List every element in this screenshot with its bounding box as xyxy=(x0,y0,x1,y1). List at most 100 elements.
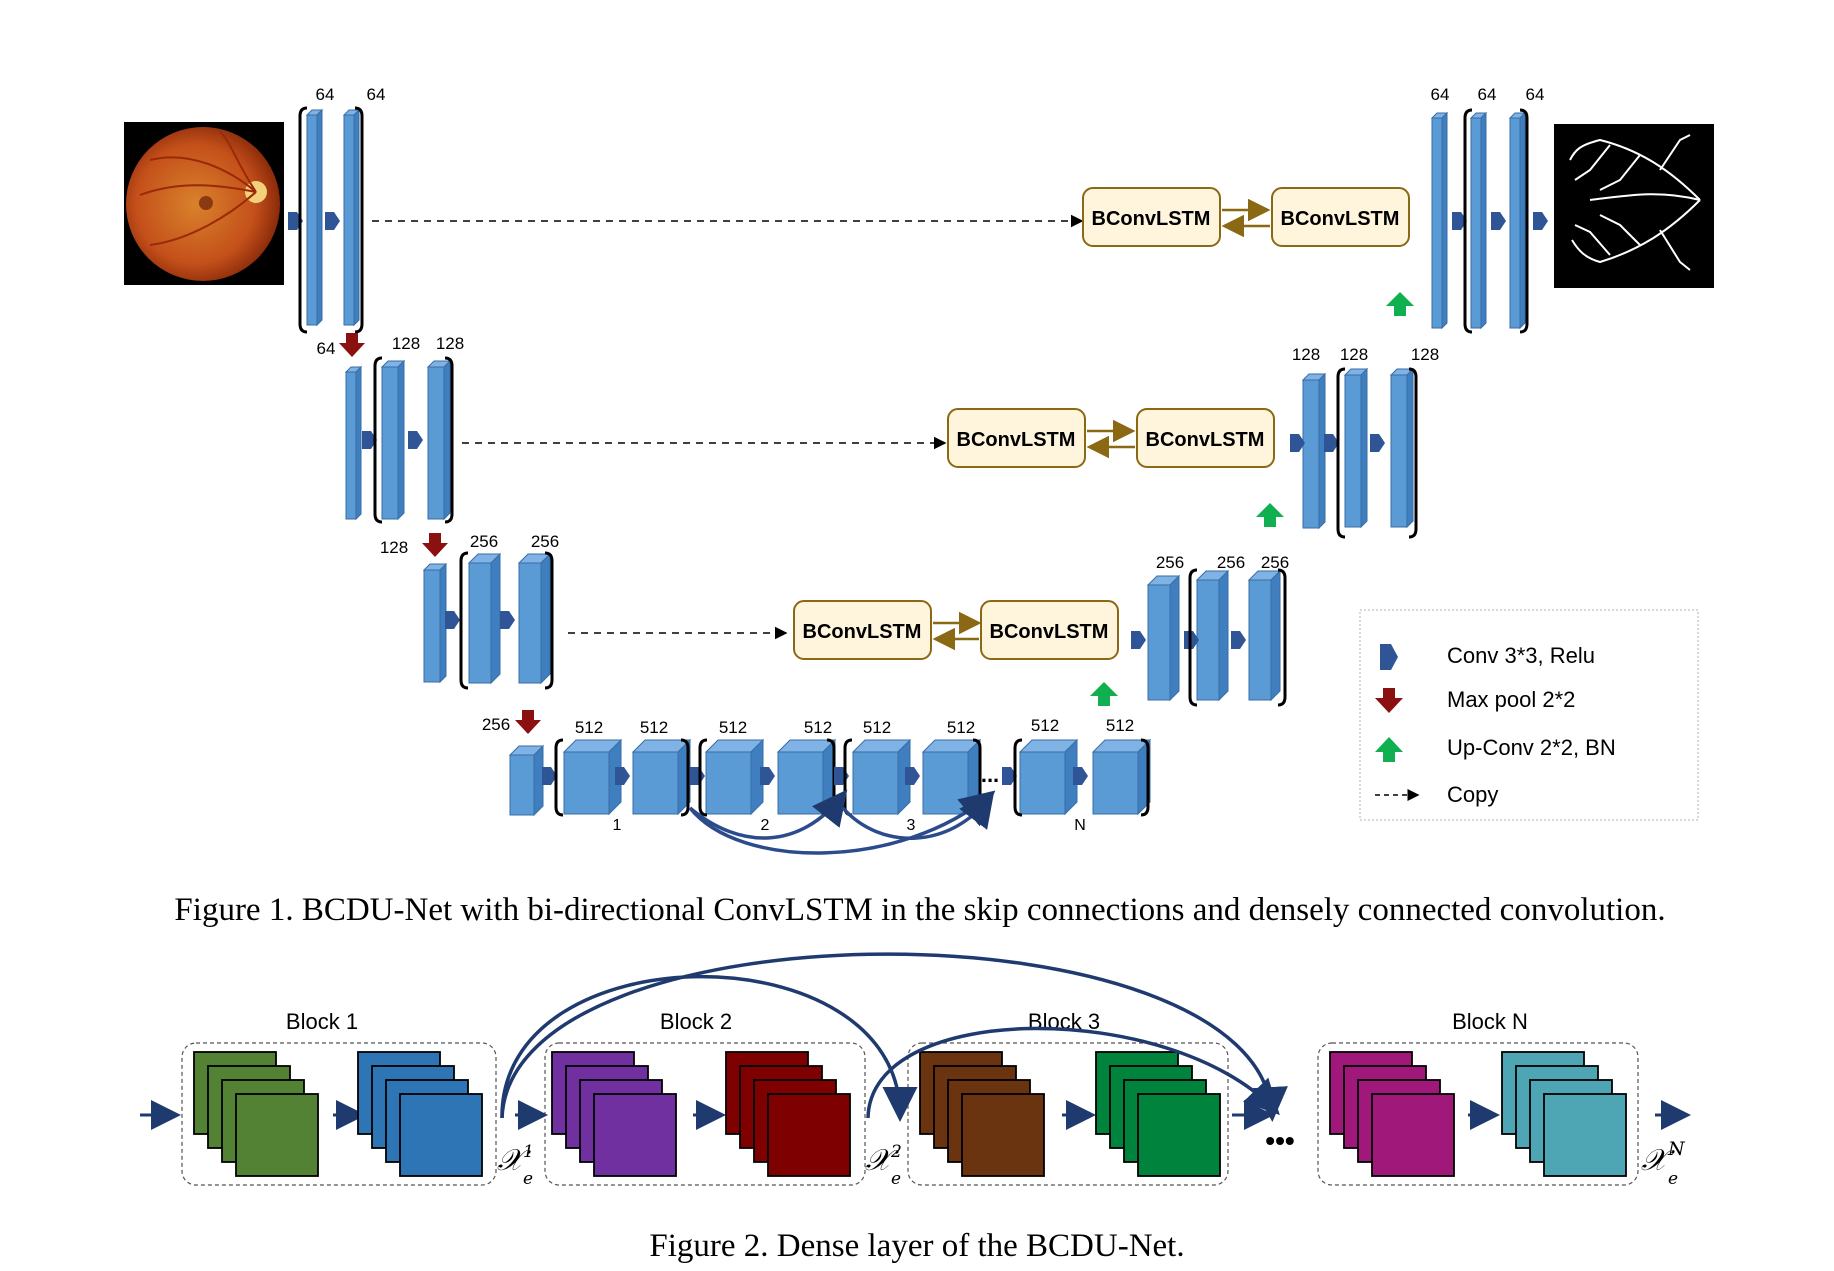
feature-map-block xyxy=(1389,367,1415,529)
up-conv-arrow-icon xyxy=(1386,292,1414,316)
block-front-face xyxy=(1344,374,1362,528)
feature-map-block xyxy=(517,552,552,685)
block-side-face xyxy=(1519,111,1526,330)
legend-pool-label: Max pool 2*2 xyxy=(1447,687,1575,712)
figure-2-caption: Figure 2. Dense layer of the BCDU-Net. xyxy=(649,1228,1184,1264)
feature-map xyxy=(1543,1093,1627,1177)
bconvlstm-label: BConvLSTM xyxy=(990,621,1109,643)
feature-map-block xyxy=(1469,111,1488,330)
feature-map-block xyxy=(508,744,545,817)
bracket-right xyxy=(680,738,690,817)
dense-block-index: N xyxy=(1074,817,1086,834)
feature-map xyxy=(767,1093,851,1177)
block-label: Block N xyxy=(1452,1009,1528,1034)
channel-label: 512 xyxy=(640,718,668,737)
block-front-face xyxy=(1092,751,1139,815)
bottleneck-ellipsis: ... xyxy=(981,762,999,787)
feature-map-stack xyxy=(1095,1051,1221,1177)
dense-block-index: 3 xyxy=(907,817,916,834)
input-fundus-image xyxy=(124,122,284,285)
block-side-face xyxy=(490,552,501,685)
bconvlstm-label: BConvLSTM xyxy=(1092,208,1211,230)
block-label: Block 1 xyxy=(286,1009,358,1034)
block-side-face xyxy=(1480,111,1487,330)
bracket-left xyxy=(843,738,853,817)
bconvlstm-label: BConvLSTM xyxy=(1146,429,1265,451)
feature-map-block xyxy=(305,108,324,327)
feature-map xyxy=(961,1093,1045,1177)
block-side-face xyxy=(316,108,323,327)
dense-block-index: 2 xyxy=(761,817,770,834)
bracket-right xyxy=(354,106,364,334)
figure-1: BConvLSTM BConvLSTM BConvLSTM BConvLSTM … xyxy=(124,85,1714,928)
conv-arrow-icon xyxy=(362,431,377,449)
block-side-face xyxy=(1441,111,1448,330)
conv-arrow-icon xyxy=(905,767,920,785)
conv-legend-icon xyxy=(1380,644,1398,670)
feature-map-stack xyxy=(725,1051,851,1177)
block-front-face xyxy=(1431,117,1443,329)
conv-arrow-icon xyxy=(500,611,515,629)
block-front-face xyxy=(1147,584,1171,701)
block-front-face xyxy=(1196,579,1220,701)
feature-map xyxy=(399,1093,483,1177)
channel-label: 64 xyxy=(1526,85,1545,104)
conv-arrow-icon xyxy=(1073,767,1088,785)
bracket-right xyxy=(544,551,554,690)
block-side-face xyxy=(353,108,360,327)
bracket-left xyxy=(1188,568,1198,707)
block-front-face xyxy=(632,751,679,815)
xe2-symbol: 𝒳 2 e xyxy=(865,1142,902,1189)
block-side-face xyxy=(1406,367,1414,529)
block-front-face xyxy=(1470,117,1482,329)
channel-label: 128 xyxy=(1411,345,1439,364)
dense-block-index: 1 xyxy=(613,817,622,834)
bracket-right xyxy=(1408,367,1418,539)
feature-map-stack xyxy=(193,1051,319,1177)
block-side-face xyxy=(1169,574,1180,702)
feature-map-block xyxy=(851,738,912,816)
feature-map-block xyxy=(921,738,982,816)
channel-label: 512 xyxy=(863,718,891,737)
feature-map-block xyxy=(562,738,623,816)
channel-label: 128 xyxy=(436,334,464,353)
feature-map-block xyxy=(1301,372,1327,530)
block-front-face xyxy=(306,114,318,326)
bracket-left xyxy=(1013,738,1023,817)
block-side-face xyxy=(1360,367,1368,529)
bconvlstm-level2: BConvLSTM BConvLSTM xyxy=(947,408,1275,468)
feature-map xyxy=(593,1093,677,1177)
feature-map-block xyxy=(344,365,363,521)
x-superscript: 1 xyxy=(523,1142,534,1162)
conv-arrow-icon xyxy=(834,767,849,785)
block-label: Block 2 xyxy=(660,1009,732,1034)
channel-label: 128 xyxy=(380,538,408,557)
feature-map-stack xyxy=(919,1051,1045,1177)
feature-map xyxy=(1371,1093,1455,1177)
channel-label: 512 xyxy=(1106,716,1134,735)
channel-label: 256 xyxy=(1217,553,1245,572)
max-pool-arrow-icon xyxy=(422,533,448,557)
feature-map xyxy=(1137,1093,1221,1177)
block-side-face xyxy=(1270,569,1281,702)
feature-map-block xyxy=(704,738,765,816)
feature-map-block xyxy=(426,359,452,521)
feature-map-stack xyxy=(1501,1051,1627,1177)
conv-arrow-icon xyxy=(1452,212,1467,230)
feature-map-stack xyxy=(551,1051,677,1177)
conv-arrow-icon xyxy=(690,767,705,785)
bracket-left xyxy=(698,738,708,817)
bracket-right xyxy=(1277,568,1287,707)
feature-map-block xyxy=(1091,738,1152,816)
block-side-face xyxy=(397,359,405,521)
bconvlstm-label: BConvLSTM xyxy=(803,621,922,643)
block-side-face xyxy=(1218,569,1229,702)
conv-arrow-icon xyxy=(1324,434,1339,452)
conv-arrow-icon xyxy=(1131,631,1146,649)
xeN-symbol: 𝒳 N e xyxy=(1641,1138,1686,1189)
channel-label: 128 xyxy=(1292,345,1320,364)
figure-2: Block 1 Block 2 Block 3 Block N ••• 𝒳 1 … xyxy=(140,952,1691,1264)
figure-2-feature-maps xyxy=(140,1051,1691,1177)
feature-map-block xyxy=(1146,574,1181,702)
channel-label: 512 xyxy=(1031,716,1059,735)
